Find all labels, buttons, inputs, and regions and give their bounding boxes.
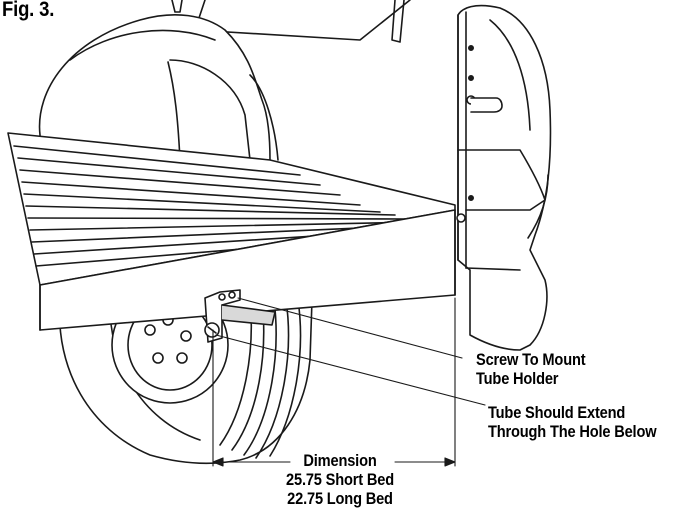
fender-housing (38, 14, 279, 161)
screw-leader (237, 297, 463, 359)
callout-screw-line-2: Tube Holder (476, 369, 559, 388)
tube-leader (215, 334, 486, 406)
bed-floor (7, 132, 456, 331)
dimension-short-bed: 25.75 Short Bed (286, 470, 394, 489)
bed-side-panel (456, 4, 552, 351)
dimension-label: Dimension (303, 451, 377, 470)
dimension-long-bed: 22.75 Long Bed (287, 489, 393, 508)
dimension-arrow-left (212, 457, 224, 467)
figure-title: Fig. 3. (2, 0, 55, 21)
tube-holder-bracket (204, 289, 276, 343)
callout-tube-line-1: Tube Should Extend (488, 403, 626, 422)
callout-screw-to-mount: Screw To Mount Tube Holder (476, 350, 586, 388)
callout-screw-line-1: Screw To Mount (476, 350, 586, 369)
dimension-arrow-right (444, 457, 456, 467)
top-bracket (171, 0, 411, 43)
callout-tube-should-extend: Tube Should Extend Through The Hole Belo… (488, 403, 657, 441)
leader-lines (212, 297, 486, 467)
callout-tube-line-2: Through The Hole Below (488, 422, 657, 441)
